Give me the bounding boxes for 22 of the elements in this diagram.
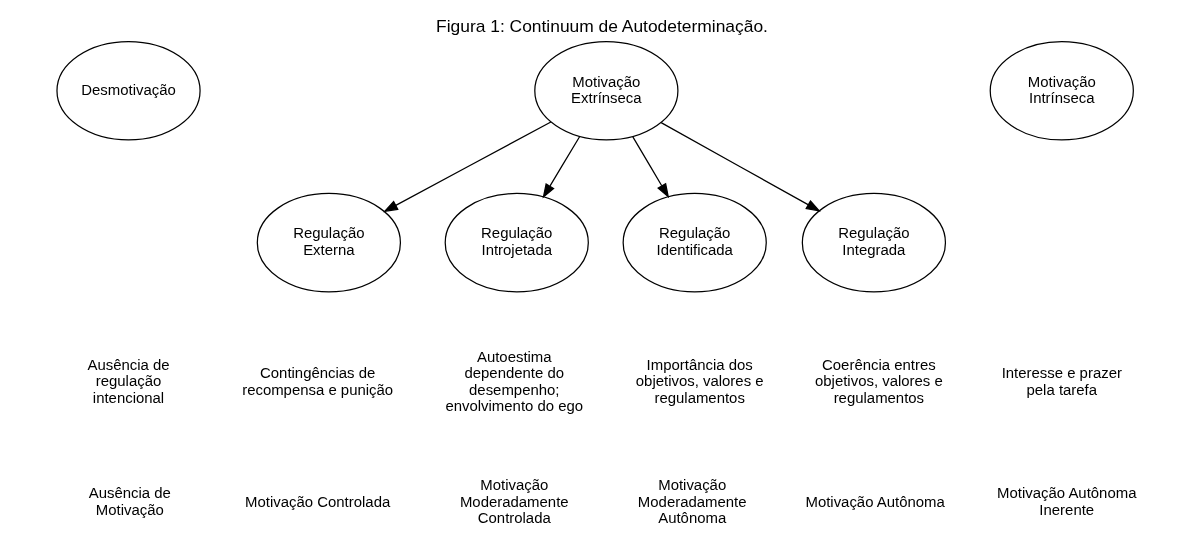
- node-ellipse: Motivação Intrínseca: [989, 41, 1134, 141]
- diagram-title: Figura 1: Continuum de Autodeterminação.: [435, 15, 768, 36]
- arrow: [660, 122, 821, 212]
- label: Contingências de recompensa e punição: [241, 364, 393, 398]
- label: Motivação Autônoma Inerente: [996, 484, 1136, 518]
- node-ellipse: Regulação Introjetada: [444, 192, 589, 293]
- label: Ausência de regulação intencional: [86, 356, 170, 406]
- label: Motivação Autônoma: [804, 492, 945, 510]
- label: Coerência entres objetivos, valores e regulamentos: [814, 356, 943, 406]
- node-ellipse: Regulação Identificada: [622, 192, 767, 293]
- label: Motivação Controlada: [244, 492, 390, 510]
- arrow: [542, 135, 580, 199]
- label: Motivação Moderadamente Autônoma: [637, 476, 747, 526]
- label: Autoestima dependente do desempenho; envolvimento do ego: [444, 348, 583, 414]
- label: Interesse e prazer pela tarefa: [1001, 364, 1122, 398]
- node-ellipse: Motivação Extrínseca: [533, 41, 678, 141]
- node-ellipse: Desmotivação: [55, 41, 201, 141]
- label: Motivação Moderadamente Controlada: [459, 476, 569, 526]
- label: Importância dos objetivos, valores e regulamentos: [635, 356, 764, 406]
- arrow: [631, 136, 669, 199]
- arrow: [382, 121, 551, 213]
- label: Ausência de Motivação: [88, 484, 171, 518]
